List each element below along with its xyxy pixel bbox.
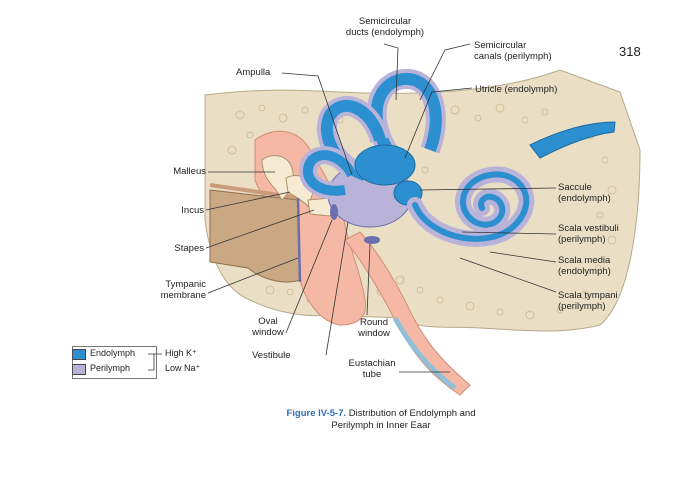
page-number: 318	[619, 44, 641, 59]
legend-label-perilymph: Perilymph	[90, 363, 131, 373]
label-scala-vestibuli: Scala vestibuli(perilymph)	[558, 223, 619, 245]
caption-line-1: Distribution of Endolymph and	[346, 408, 476, 419]
label-malleus: Malleus	[173, 166, 206, 177]
figure-caption: Figure IV-5-7. Distribution of Endolymph…	[246, 408, 516, 432]
legend: Endolymph High K⁺ Perilymph Low Na⁺	[72, 346, 226, 380]
label-vestibule: Vestibule	[252, 350, 291, 361]
semicircular-canals	[298, 69, 446, 200]
cochlea	[407, 166, 535, 247]
utricle-shape	[354, 144, 416, 186]
label-incus: Incus	[181, 205, 204, 216]
label-scala-tympani: Scala tympani(perilymph)	[558, 290, 618, 312]
legend-bracket	[72, 346, 162, 379]
oval-window-shape	[330, 204, 338, 220]
leader-lines	[205, 43, 557, 373]
legend-label-endolymph: Endolymph	[90, 348, 136, 358]
caption-line-2: Perilymph in Inner Eaar	[331, 420, 431, 431]
legend-note-perilymph: Low Na⁺	[165, 363, 201, 373]
label-ampulla: Ampulla	[236, 67, 271, 78]
legend-note-endolymph: High K⁺	[165, 348, 197, 358]
label-saccule: Saccule(endolymph)	[558, 182, 611, 204]
eustachian-lumen	[392, 316, 457, 391]
eustachian-tube-shape	[344, 231, 471, 396]
label-scala-media: Scala media(endolymph)	[558, 255, 611, 277]
round-window-shape	[364, 236, 380, 244]
cochlear-nerve	[529, 121, 616, 159]
figure-number: Figure IV-5-7.	[286, 408, 347, 419]
tympanic-membrane-shape	[296, 197, 302, 283]
label-utricle: Utricle (endolymph)	[475, 84, 558, 95]
label-stapes: Stapes	[174, 243, 204, 254]
